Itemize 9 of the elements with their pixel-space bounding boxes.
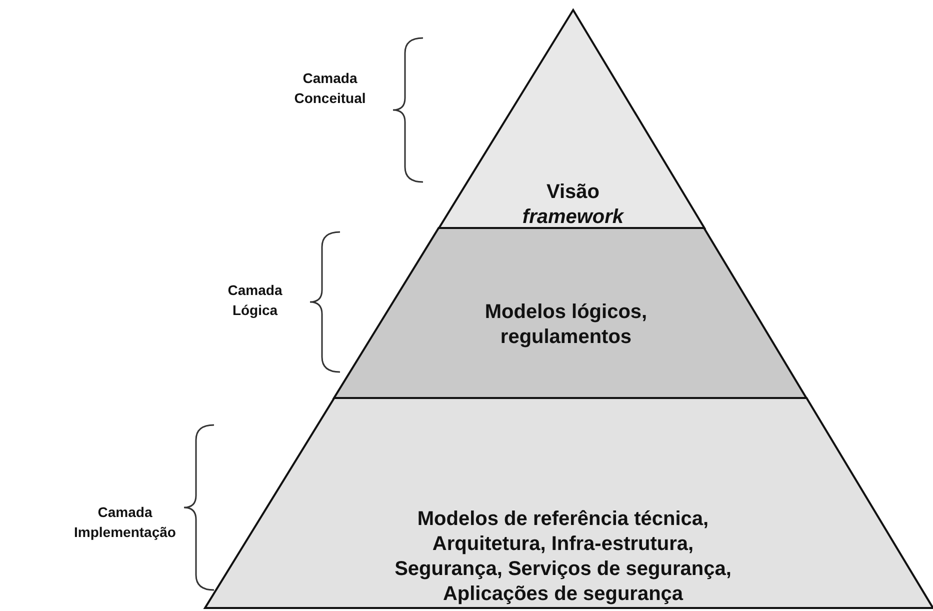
pyramid-layer <box>334 228 807 398</box>
layer-label: Camada Implementação <box>73 503 177 542</box>
layer-label: Camada Conceitual <box>293 69 367 108</box>
pyramid-layer <box>438 10 704 228</box>
layer-label: Camada Lógica <box>226 281 284 320</box>
layer-text: Modelos de referência técnica, Arquitetura, Infra-estrutura, Segurança, Serviços de segurança, Aplicações de segurança <box>394 507 732 607</box>
layer-text: Modelos lógicos, regulamentos <box>484 300 648 350</box>
layer-text: Visão framework <box>521 180 625 230</box>
pyramid-layer <box>205 398 933 608</box>
